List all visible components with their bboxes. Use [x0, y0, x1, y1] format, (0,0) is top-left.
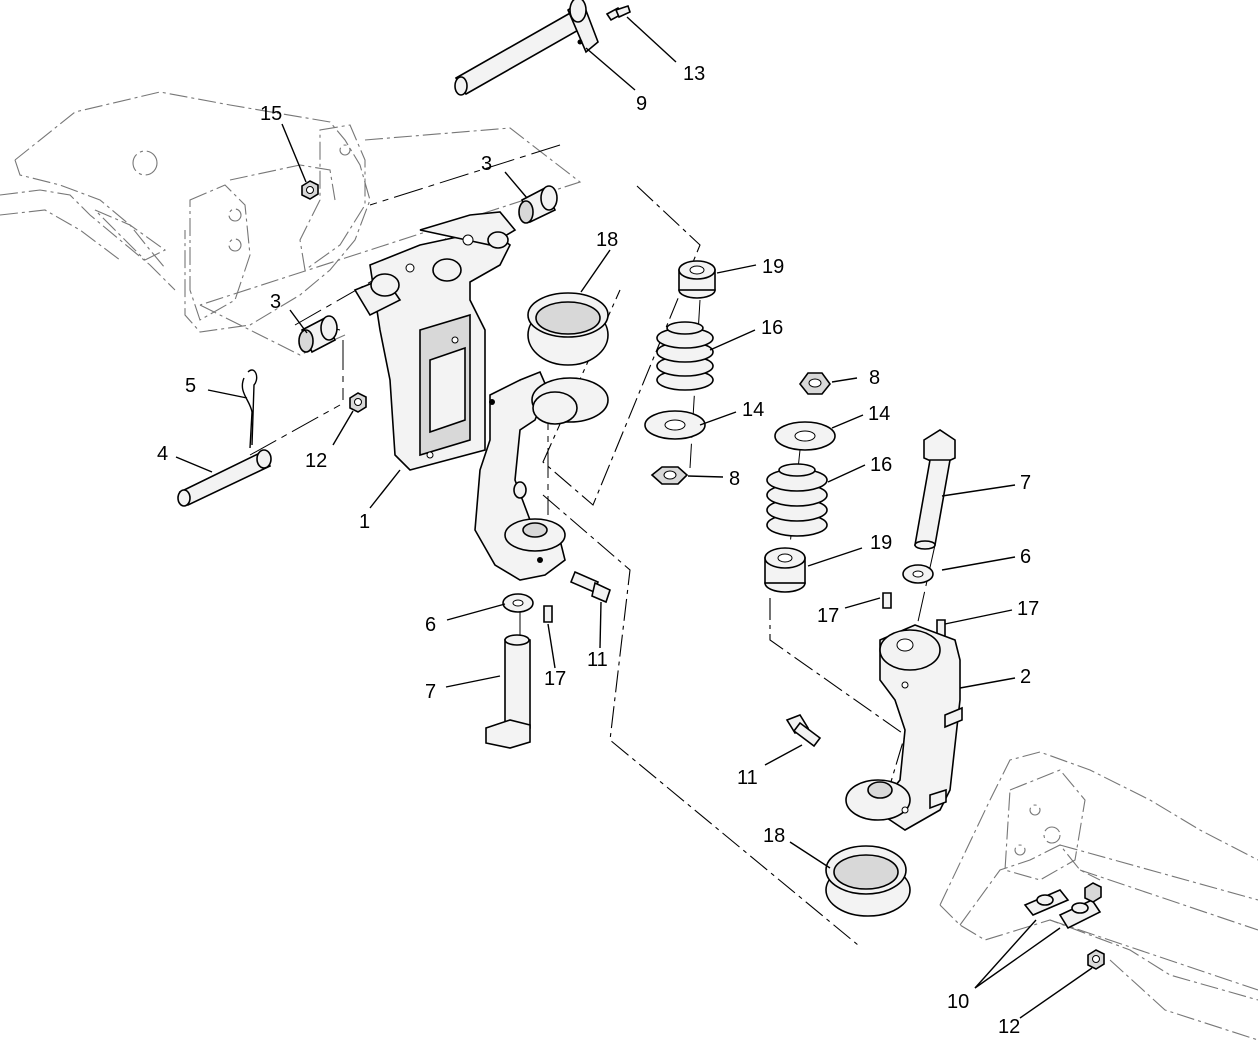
bearing-cup-part-18-upper: [527, 292, 609, 425]
bolt-part-7-left: [485, 634, 531, 749]
callout-16-upper: 16: [761, 317, 783, 339]
callout-7-left: 7: [425, 681, 436, 703]
nut-part-12-left: [349, 392, 367, 413]
callout-17-right: 17: [1017, 598, 1039, 620]
callout-9: 9: [636, 93, 647, 115]
bolt-part-13: [605, 4, 631, 22]
washer-part-6-right: [902, 564, 934, 584]
callout-19-upper: 19: [762, 256, 784, 278]
callout-17-mid: 17: [817, 605, 839, 627]
hairpin-part-5: [241, 369, 258, 449]
washer-part-14-right: [774, 421, 836, 451]
callout-3-upper: 3: [481, 153, 492, 175]
callout-11-right: 11: [737, 767, 758, 789]
callout-1: 1: [359, 511, 370, 533]
caster-fork-right-part-2: [845, 624, 963, 831]
spacer-part-19-upper: [678, 260, 716, 299]
callout-13: 13: [683, 63, 705, 85]
phantom-frame-upper-left: [0, 91, 582, 356]
bushing-part-3-lower: [298, 315, 338, 354]
nut-part-12-right: [1087, 949, 1105, 970]
nut-part-8-upper: [650, 466, 689, 485]
callout-5: 5: [185, 375, 196, 397]
bearing-cup-part-18-lower: [825, 845, 911, 917]
callout-12-left: 12: [305, 450, 327, 472]
phantom-frame-lower-right: [939, 751, 1258, 1041]
callout-2: 2: [1020, 666, 1031, 688]
callout-17-left: 17: [544, 668, 566, 690]
bolt-part-7-right: [914, 429, 956, 550]
leader-lines: [175, 16, 1093, 1019]
spacer-part-19-right: [764, 547, 806, 593]
callout-12-right: 12: [998, 1016, 1020, 1038]
phantom-assembly-lines: [249, 144, 936, 946]
nut-part-8-right: [798, 372, 832, 395]
link-plates-part-10: [1023, 882, 1102, 930]
callout-labels: 13 9 15 3 18 19 3 16 8 5 14 14 4 12 16 8…: [157, 63, 1039, 1038]
callout-4: 4: [157, 443, 168, 465]
callout-6-left: 6: [425, 614, 436, 636]
washer-part-6-left: [502, 593, 534, 613]
grease-fitting-part-17-left: [543, 605, 553, 623]
washer-part-14-upper: [644, 410, 706, 440]
callout-10: 10: [947, 991, 969, 1013]
main-bracket-part-1: [353, 211, 517, 471]
callout-14-upper: 14: [742, 399, 764, 421]
callout-18-lower: 18: [763, 825, 785, 847]
callout-18-upper: 18: [596, 229, 618, 251]
bolt-part-11-right: [785, 714, 822, 748]
spring-part-16-upper: [656, 321, 714, 391]
callout-8-right: 8: [869, 367, 880, 389]
bolt-part-11-left: [569, 570, 611, 604]
callout-16-right: 16: [870, 454, 892, 476]
callout-3-lower: 3: [270, 291, 281, 313]
callout-15: 15: [260, 103, 282, 125]
callout-19-right: 19: [870, 532, 892, 554]
clevis-pin-part-4: [177, 449, 272, 507]
spring-part-16-right: [766, 463, 828, 537]
callout-8-upper: 8: [729, 468, 740, 490]
pivot-pin-part-9: [454, 0, 599, 96]
bushing-part-3-upper: [518, 185, 558, 224]
callout-7-right: 7: [1020, 472, 1031, 494]
callout-11-left: 11: [587, 649, 608, 671]
callout-14-right: 14: [868, 403, 890, 425]
grease-fitting-part-17-mid: [882, 592, 892, 609]
nut-part-15: [301, 180, 319, 200]
callout-6-right: 6: [1020, 546, 1031, 568]
